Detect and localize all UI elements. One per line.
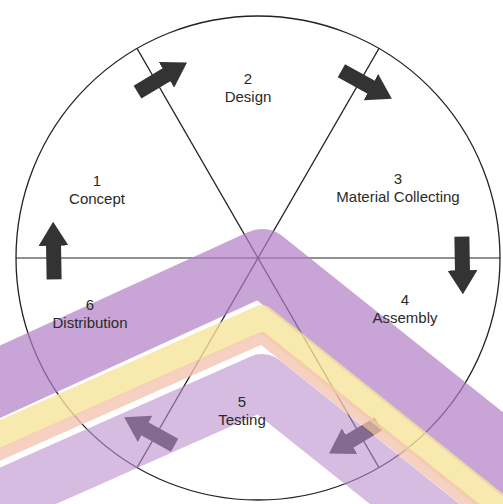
step-number: 3: [336, 170, 459, 188]
step-number: 5: [218, 393, 266, 411]
step-number: 1: [69, 172, 125, 190]
cycle-arrow: [454, 237, 470, 273]
cycle-arrow: [138, 74, 169, 92]
cycle-sector: 1Concept: [66, 170, 128, 210]
chevron-band: [0, 262, 503, 500]
cycle-arrow: [46, 244, 62, 280]
step-label: Testing: [218, 411, 266, 429]
cycle-sector: 2Design: [222, 68, 275, 108]
step-number: 4: [372, 291, 437, 309]
step-label: Design: [225, 88, 272, 106]
cycle-sector: 4Assembly: [369, 289, 440, 329]
cycle-arrow: [143, 428, 174, 445]
cycle-sector: 6Distribution: [49, 294, 130, 334]
chevron-band: [0, 338, 503, 504]
step-label: Assembly: [372, 309, 437, 327]
cycle-sector: 5Testing: [215, 391, 269, 431]
cycle-arrow: [341, 71, 372, 88]
chevron-band: [0, 318, 503, 504]
step-number: 6: [52, 296, 127, 314]
chevron-band: [0, 382, 503, 504]
sector-divider: [137, 48, 379, 467]
cycle-arrow: [348, 424, 379, 442]
step-label: Distribution: [52, 314, 127, 332]
wheel-outline: [16, 16, 500, 500]
step-label: Material Collecting: [336, 188, 459, 206]
step-label: Concept: [69, 190, 125, 208]
step-number: 2: [225, 70, 272, 88]
sector-divider: [137, 48, 379, 467]
cycle-sector: 3Material Collecting: [333, 168, 462, 208]
